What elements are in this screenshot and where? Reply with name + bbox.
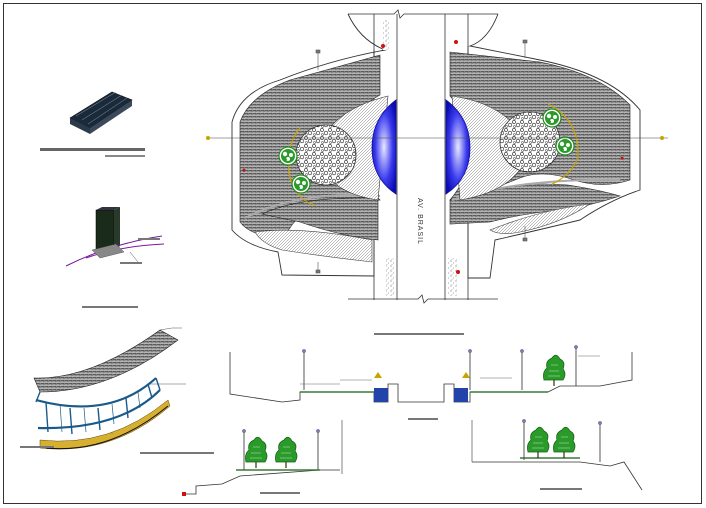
plan-leaders xyxy=(315,39,528,274)
plan-red-markers xyxy=(242,40,624,274)
column-detail xyxy=(65,207,165,267)
tree-plan xyxy=(555,136,575,156)
cross-section-3 xyxy=(471,418,643,491)
plaza-right-garden xyxy=(489,203,591,234)
plaza-left-garden xyxy=(254,229,373,263)
bench-detail xyxy=(40,91,145,157)
median-gravel xyxy=(383,20,389,50)
median-gravel xyxy=(386,258,395,296)
right-fountain xyxy=(445,99,471,195)
cross-section-2 xyxy=(140,420,343,496)
plaza-left-outline xyxy=(231,13,387,277)
tree-plan xyxy=(291,174,311,194)
sheet-border xyxy=(3,3,702,504)
road-label: AV. BRASIL xyxy=(416,198,423,245)
right-circle-rim xyxy=(547,103,579,185)
tree-plan xyxy=(278,146,298,166)
left-fountain xyxy=(371,99,397,195)
tree-plan xyxy=(542,108,562,128)
median-gravel xyxy=(448,258,457,296)
pergola-leaders xyxy=(111,327,186,434)
plaza-right-outline xyxy=(467,13,641,279)
pergola-3d-view xyxy=(20,306,186,450)
main-cross-section xyxy=(229,333,633,420)
plaza-plan-view: AV. BRASIL xyxy=(206,9,668,304)
